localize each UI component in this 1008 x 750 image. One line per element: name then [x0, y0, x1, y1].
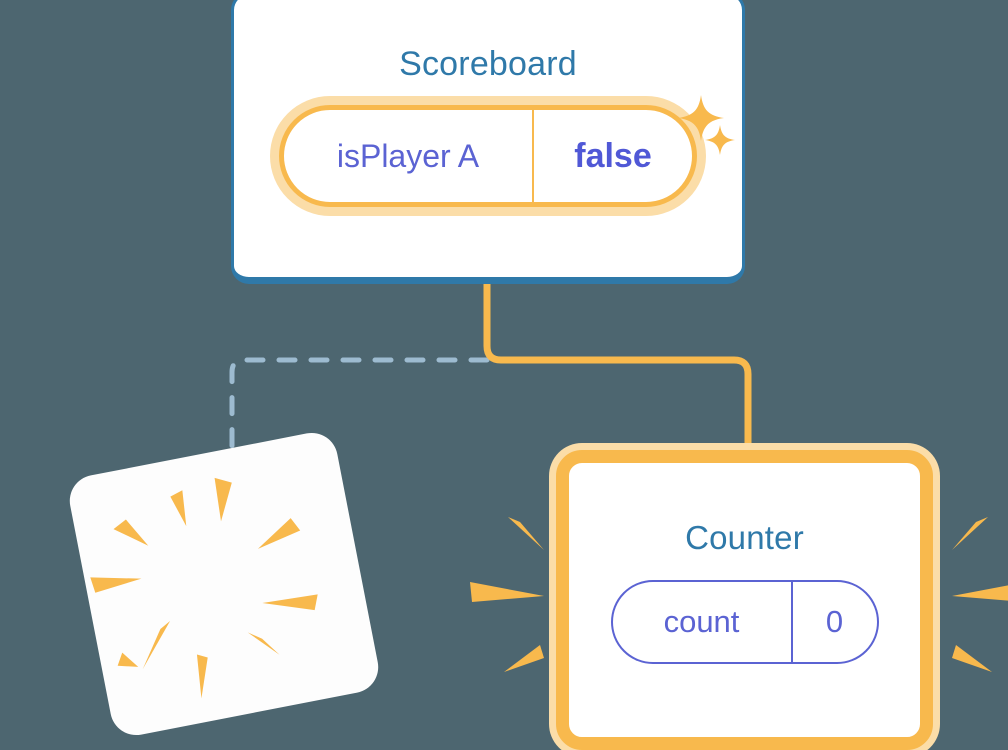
counter-title: Counter [685, 519, 804, 556]
scoreboard-state-key: isPlayer A [336, 137, 480, 174]
scoreboard-pill-wrap: isPlayer A false [270, 96, 706, 216]
scoreboard-title: Scoreboard [399, 45, 577, 83]
counter-card[interactable]: Counter count 0 [556, 450, 933, 750]
counter-state-value: 0 [790, 582, 877, 662]
scoreboard-to-burst-tile-wire [229, 357, 490, 475]
scoreboard-card[interactable]: Scoreboard isPlayer A false [231, 0, 745, 284]
burst-rays-icon [90, 477, 318, 699]
scoreboard-state-pill[interactable]: isPlayer A false [279, 105, 697, 207]
scoreboard-state-value: false [532, 110, 692, 202]
update-burst-tile [65, 428, 383, 740]
counter-state-pill[interactable]: count 0 [610, 580, 879, 664]
counter-state-key: count [663, 604, 740, 639]
scoreboard-to-counter-wire [483, 282, 752, 468]
